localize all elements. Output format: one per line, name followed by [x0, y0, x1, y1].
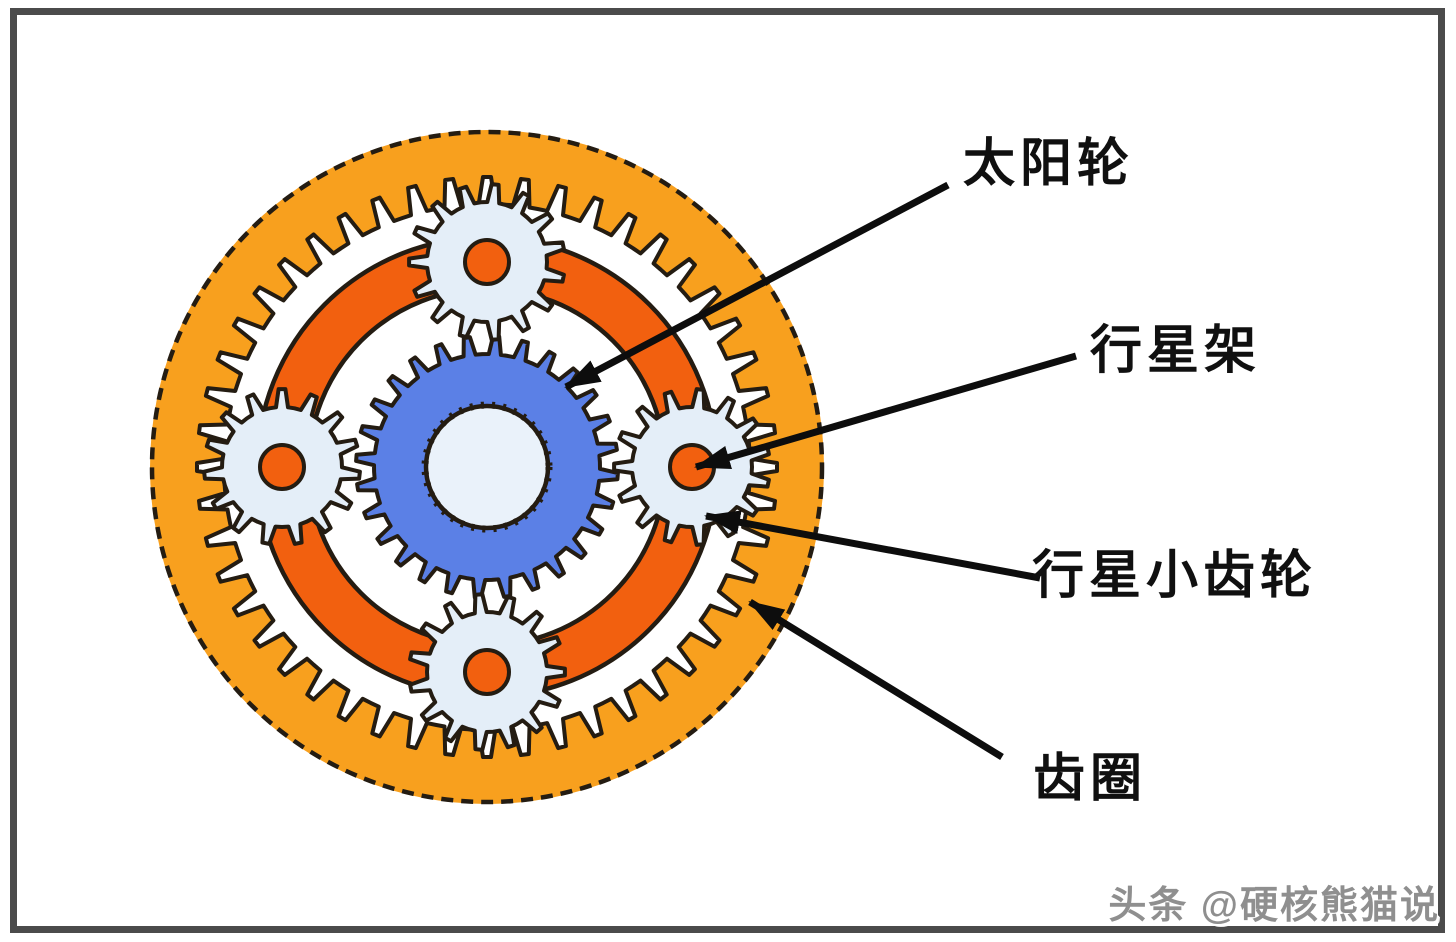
label-planet-carrier: 行星架 [1090, 322, 1262, 380]
planet-gear-left [202, 387, 362, 546]
label-ring-gear: 齿圈 [1033, 750, 1148, 808]
arrow-ring-gear [748, 599, 1004, 760]
planet-gear-top [407, 182, 566, 342]
arrow-planet-carrier [694, 352, 1077, 471]
arrow-planet-pinion [704, 510, 1041, 582]
sun-gear [354, 334, 620, 600]
planet-gear-bottom [408, 592, 567, 752]
planet-gear-right [612, 387, 771, 547]
watermark-text: 头条 @硬核熊猫说 [1108, 885, 1440, 927]
label-sun-gear: 太阳轮 [963, 135, 1135, 193]
label-planet-pinion: 行星小齿轮 [1032, 547, 1318, 605]
arrow-sun-gear [564, 181, 950, 391]
